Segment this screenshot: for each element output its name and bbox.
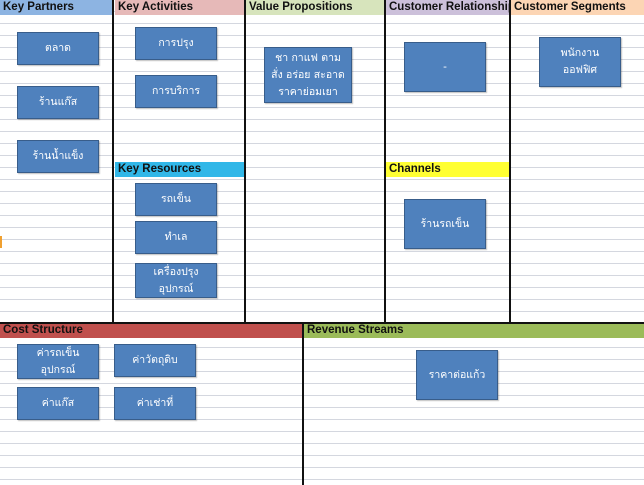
key-partners-section: Key Partners ตลาด ร้านแก๊ส ร้านน้ำแข็ง [0, 0, 113, 323]
card-rent-cost[interactable]: ค่าเช่าที่ [114, 387, 196, 420]
divider-value-relationships [384, 0, 386, 323]
card-gas-cost[interactable]: ค่าแก๊ส [17, 387, 99, 420]
card-office-workers[interactable]: พนักงาน ออฟฟิศ [539, 37, 621, 87]
card-cart-equipment-cost[interactable]: ค่ารถเข็น อุปกรณ์ [17, 344, 99, 379]
customer-segments-header: Customer Segments [511, 0, 644, 15]
divider-activities-value [244, 0, 246, 323]
customer-segments-section: Customer Segments พนักงาน ออฟฟิศ [511, 0, 644, 323]
cost-structure-section: Cost Structure ค่ารถเข็น อุปกรณ์ ค่าวัตถ… [0, 323, 302, 485]
divider-cost-revenue [302, 323, 304, 485]
divider-relationships-segments [509, 0, 511, 323]
card-gas-shop[interactable]: ร้านแก๊ส [17, 86, 99, 119]
card-ice-shop[interactable]: ร้านน้ำแข็ง [17, 140, 99, 173]
divider-partners-activities [112, 0, 114, 323]
card-market[interactable]: ตลาด [17, 32, 99, 65]
card-value-main[interactable]: ชา กาแฟ ตาม สั่ง อร่อย สะอาด ราคาย่อมเยา [264, 47, 352, 103]
card-ingredients-cost[interactable]: ค่าวัตถุดิบ [114, 344, 196, 377]
orange-marker [0, 236, 2, 248]
card-location[interactable]: ทำเล [135, 221, 217, 254]
customer-relationships-header: Customer Relationships [386, 0, 510, 15]
key-partners-header: Key Partners [0, 0, 113, 15]
channels-header: Channels [386, 162, 510, 177]
customer-relationships-section: Customer Relationships - [386, 0, 510, 162]
channels-section: Channels ร้านรถเข็น [386, 162, 510, 323]
card-revenue-per-cup[interactable]: ราคาต่อแก้ว [416, 350, 498, 400]
card-equipment[interactable]: เครื่องปรุง อุปกรณ์ [135, 263, 217, 298]
card-cooking[interactable]: การปรุง [135, 27, 217, 60]
card-cart[interactable]: รถเข็น [135, 183, 217, 216]
value-propositions-section: Value Propositions ชา กาแฟ ตาม สั่ง อร่อ… [246, 0, 385, 323]
cost-structure-header: Cost Structure [0, 323, 302, 338]
value-propositions-header: Value Propositions [246, 0, 385, 15]
card-service[interactable]: การบริการ [135, 75, 217, 108]
divider-top-bottom [0, 322, 644, 324]
key-resources-section: Key Resources รถเข็น ทำเล เครื่องปรุง อุ… [115, 162, 245, 323]
revenue-streams-section: Revenue Streams ราคาต่อแก้ว [304, 323, 644, 485]
card-relationship-none[interactable]: - [404, 42, 486, 92]
card-channel-cart-shop[interactable]: ร้านรถเข็น [404, 199, 486, 249]
key-activities-section: Key Activities การปรุง การบริการ [115, 0, 245, 162]
key-activities-header: Key Activities [115, 0, 245, 15]
revenue-streams-header: Revenue Streams [304, 323, 644, 338]
key-resources-header: Key Resources [115, 162, 245, 177]
